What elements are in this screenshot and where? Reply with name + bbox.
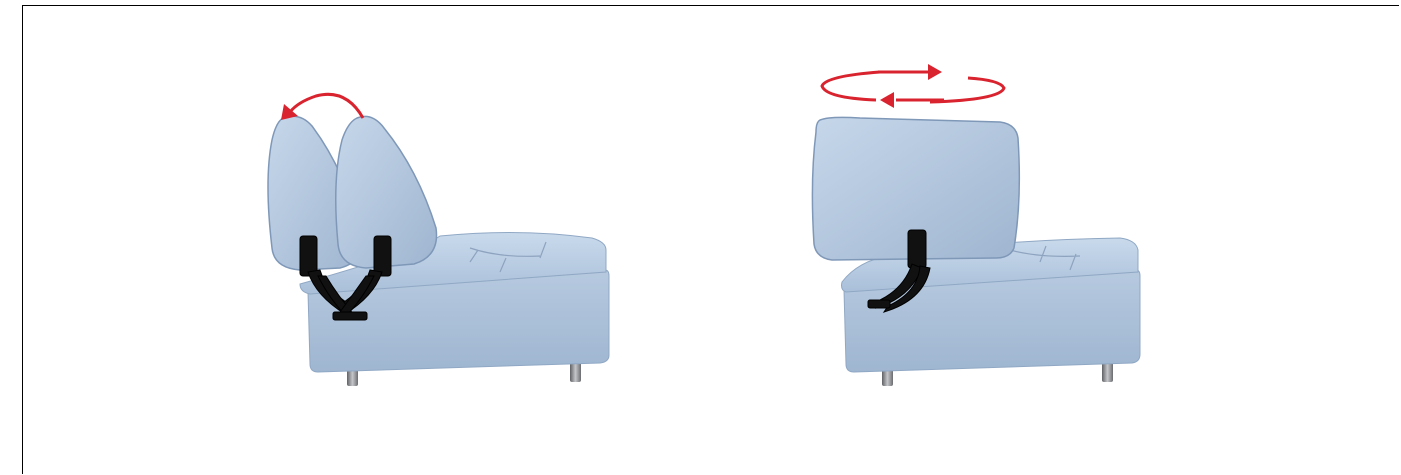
right-sofa	[812, 64, 1140, 386]
left-sofa-back-leg	[570, 362, 581, 382]
rotate-arrow-head-left	[880, 92, 894, 108]
rotate-arrow-icon	[822, 72, 1004, 102]
left-sofa	[268, 94, 609, 386]
tilt-arrow-icon	[281, 94, 363, 120]
rotate-arrow-head-right	[928, 64, 942, 80]
right-sofa-back-leg	[1102, 362, 1113, 382]
